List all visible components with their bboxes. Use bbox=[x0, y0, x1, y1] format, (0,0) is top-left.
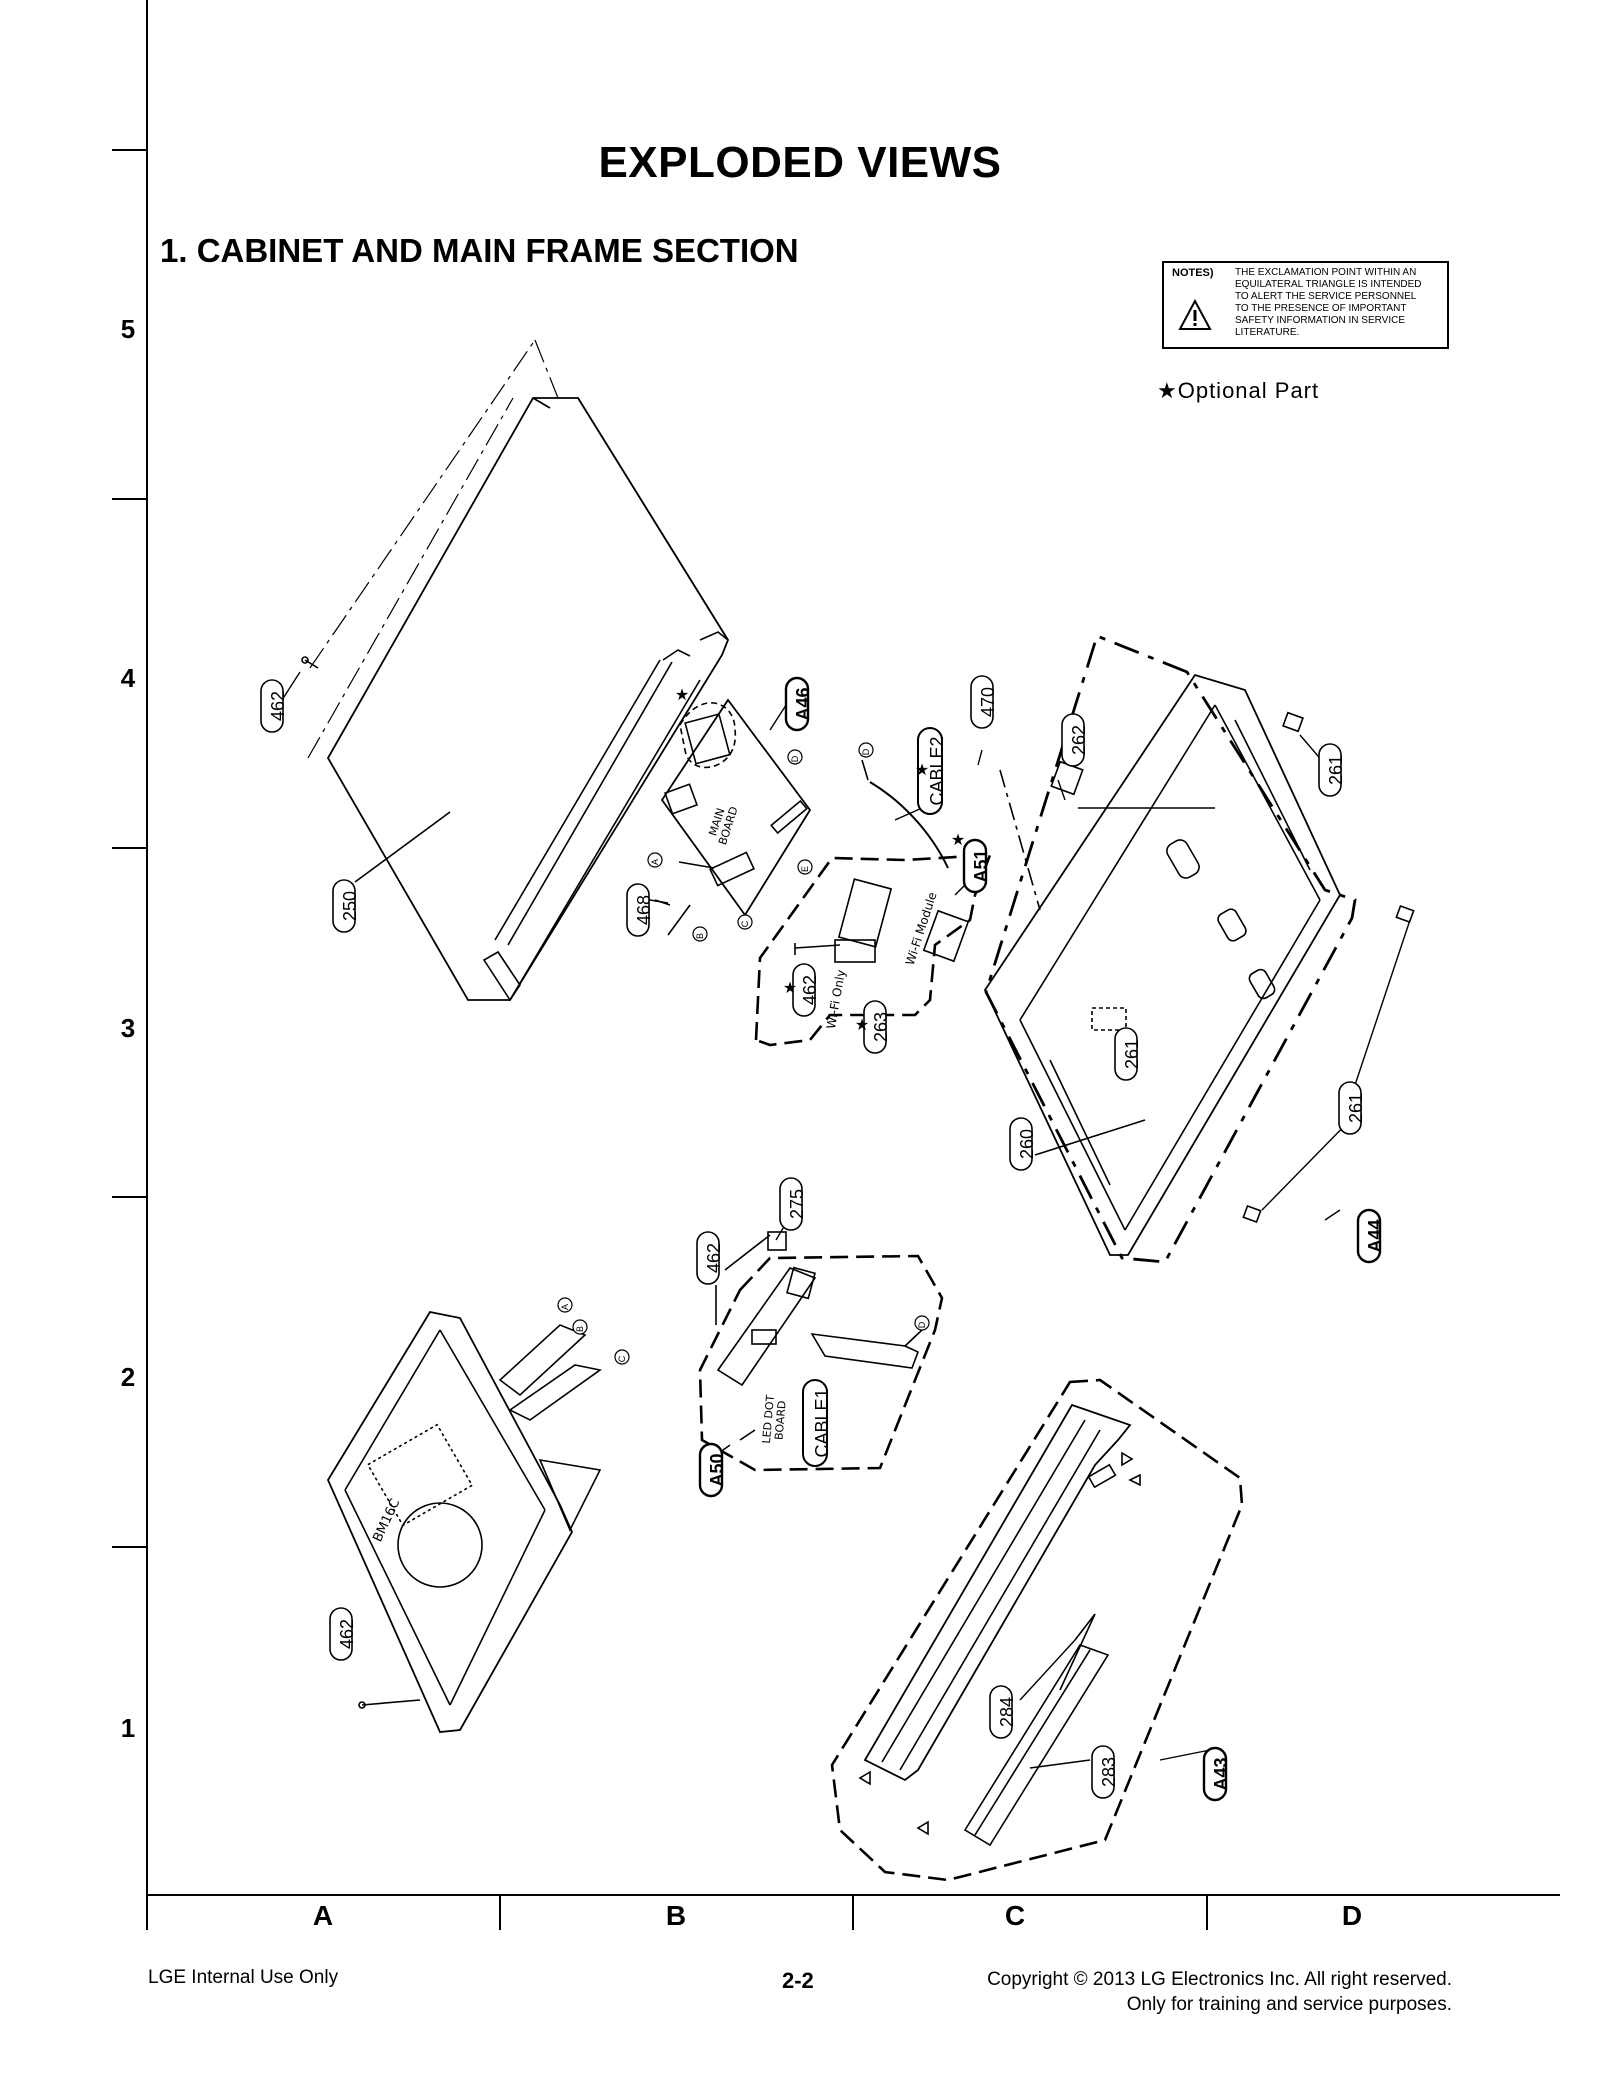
callout-a44: A44 bbox=[1365, 1219, 1385, 1252]
callout-261: 261 bbox=[1122, 1039, 1142, 1069]
page-number: 2-2 bbox=[782, 1968, 814, 1993]
connector-d: D bbox=[790, 755, 800, 762]
callout-262: 262 bbox=[1069, 725, 1089, 755]
callout-cable1: CABLE1 bbox=[812, 1388, 832, 1457]
led-dot-board-group bbox=[698, 1231, 944, 1472]
callout-275: 275 bbox=[787, 1189, 807, 1219]
led-dot-board-label: LED DOTBOARD bbox=[760, 1394, 789, 1445]
callout-261: 261 bbox=[1346, 1093, 1366, 1123]
disc-loader-part bbox=[326, 1310, 602, 1733]
connector-letters: A B C D E D A B C D bbox=[560, 748, 927, 1362]
connector-c: C bbox=[740, 920, 750, 927]
main-board-label: MAINBOARD bbox=[705, 801, 741, 846]
callout-462: 462 bbox=[268, 691, 288, 721]
callout-a43: A43 bbox=[1211, 1757, 1231, 1790]
connector-b: B bbox=[575, 1326, 585, 1332]
callout-283: 283 bbox=[1099, 1757, 1119, 1787]
main-frame-chassis-part bbox=[983, 634, 1415, 1264]
connector-c: C bbox=[617, 1355, 627, 1362]
footer-internal-use: LGE Internal Use Only bbox=[148, 1967, 339, 1988]
callout-462: 462 bbox=[704, 1243, 724, 1273]
connector-b: B bbox=[695, 933, 705, 939]
connector-d: D bbox=[861, 748, 871, 755]
connector-a: A bbox=[650, 859, 660, 865]
grid-column-label: B bbox=[665, 1900, 687, 1931]
grid-row-label: 1 bbox=[120, 1713, 136, 1743]
callout-leaders bbox=[281, 671, 1411, 1769]
grid-row-label: 4 bbox=[120, 663, 136, 693]
grid-column-label: A bbox=[312, 1900, 334, 1931]
optional-part-legend: ★Optional Part bbox=[1157, 378, 1320, 403]
connector-e: E bbox=[800, 866, 810, 872]
callout-470: 470 bbox=[978, 687, 998, 717]
grid-row-label: 3 bbox=[120, 1013, 136, 1043]
optional-star-icon: ★ bbox=[855, 1017, 869, 1034]
callout-cable2: CABLE2 bbox=[927, 736, 947, 805]
callout-labels: 462 250 468 A46 CABLE2 470 A51 462 263 2… bbox=[268, 687, 1385, 1791]
grid-column-label: D bbox=[1341, 1900, 1363, 1931]
grid-row-label: 5 bbox=[120, 314, 136, 344]
callout-263: 263 bbox=[871, 1012, 891, 1042]
warning-triangle-icon bbox=[1178, 299, 1212, 330]
footer-copyright: Copyright © 2013 LG Electronics Inc. All… bbox=[987, 1969, 1452, 2015]
callout-a51: A51 bbox=[971, 849, 991, 882]
callout-250: 250 bbox=[340, 891, 360, 921]
optional-star-markers: ★ ★ ★ ★ ★ bbox=[675, 687, 965, 1034]
callout-468: 468 bbox=[634, 895, 654, 925]
callout-462: 462 bbox=[800, 975, 820, 1005]
connector-d: D bbox=[917, 1321, 927, 1328]
callout-a50: A50 bbox=[707, 1453, 727, 1486]
callout-261: 261 bbox=[1326, 755, 1346, 785]
front-panel-group bbox=[830, 1378, 1244, 1882]
wifi-only-label: Wi-Fi Only bbox=[824, 969, 848, 1030]
optional-star-icon: ★ bbox=[915, 762, 929, 779]
grid-column-label: C bbox=[1004, 1900, 1026, 1931]
top-cover-part bbox=[301, 339, 730, 1002]
optional-star-icon: ★ bbox=[675, 687, 689, 704]
page-title: EXPLODED VIEWS bbox=[598, 138, 1002, 187]
connector-a: A bbox=[560, 1304, 570, 1310]
wifi-module-group bbox=[754, 759, 992, 1047]
notes-label: NOTES) bbox=[1172, 267, 1214, 279]
notes-text: THE EXCLAMATION POINT WITHIN AN EQUILATE… bbox=[1235, 267, 1422, 338]
callout-284: 284 bbox=[997, 1697, 1017, 1727]
callout-260: 260 bbox=[1017, 1129, 1037, 1159]
optional-star-icon: ★ bbox=[783, 980, 797, 997]
drawing-frame bbox=[112, 0, 1560, 1930]
grid-row-label: 2 bbox=[120, 1362, 136, 1392]
callout-balloons bbox=[260, 675, 1382, 1802]
component-labels: MAINBOARD Wi-Fi Module Wi-Fi Only LED DO… bbox=[370, 801, 939, 1544]
optional-star-icon: ★ bbox=[951, 832, 965, 849]
callout-a46: A46 bbox=[793, 687, 813, 720]
callout-462: 462 bbox=[337, 1619, 357, 1649]
safety-notes-box: NOTES) THE EXCLAMATION POINT WITHIN AN E… bbox=[1162, 261, 1449, 349]
section-title: 1. CABINET AND MAIN FRAME SECTION bbox=[160, 232, 799, 269]
connector-markers bbox=[557, 742, 930, 1365]
